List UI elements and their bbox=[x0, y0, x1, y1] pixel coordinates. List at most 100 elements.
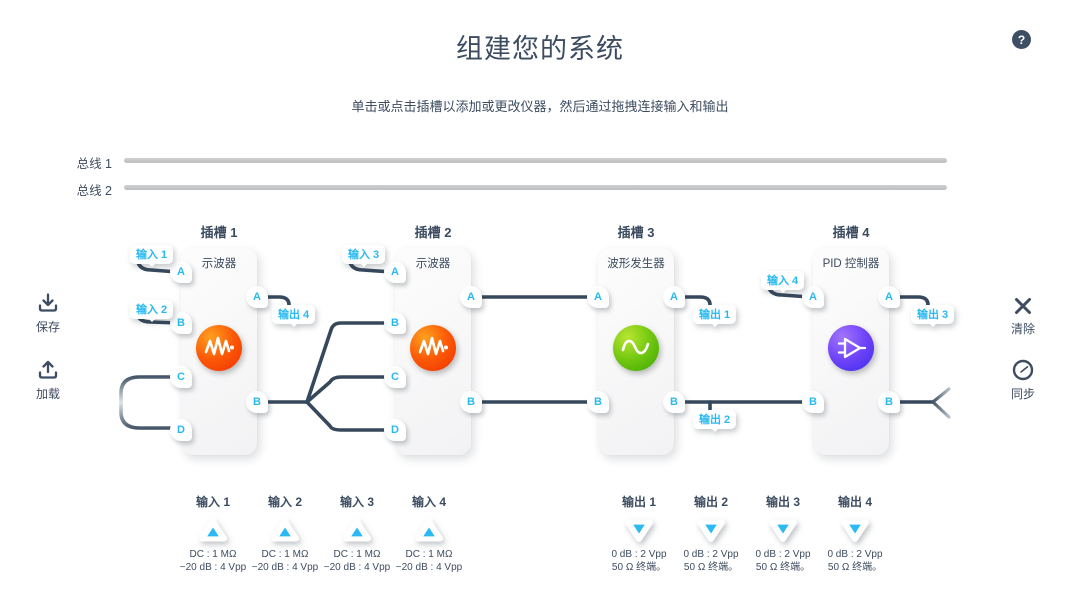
front-input-1: 输入 1 DC : 1 MΩ −20 dB : 4 Vpp bbox=[171, 493, 255, 574]
output-down-triangle-button[interactable] bbox=[768, 517, 798, 544]
slot-4-label: 插槽 4 bbox=[832, 225, 870, 240]
clear-button[interactable]: 清除 bbox=[1000, 295, 1046, 337]
slot-1-output-port-b[interactable]: B bbox=[246, 391, 268, 413]
slot-1-input-port-a[interactable]: A bbox=[170, 261, 192, 283]
slot-3-card[interactable]: 波形发生器 bbox=[598, 248, 674, 455]
slot-1-input-port-b[interactable]: B bbox=[170, 312, 192, 334]
tag-output-1[interactable]: 输出 1 bbox=[693, 305, 737, 327]
tag-input-4[interactable]: 输入 4 bbox=[761, 271, 805, 293]
front-input-1-coupling: DC : 1 MΩ bbox=[189, 549, 237, 560]
clear-label: 清除 bbox=[1010, 322, 1035, 336]
wire-slot3A-tag-output1[interactable] bbox=[672, 295, 712, 307]
slot-2-instrument-name: 示波器 bbox=[415, 258, 451, 270]
slot-2-input-port-c[interactable]: C bbox=[384, 366, 406, 388]
input-up-triangle-button[interactable] bbox=[342, 517, 372, 544]
slot-1-output-port-a[interactable]: A bbox=[246, 286, 268, 308]
slot-3-input-port-a[interactable]: A bbox=[587, 286, 609, 308]
tag-input-2[interactable]: 输入 2 bbox=[130, 300, 174, 322]
slot-2-label: 插槽 2 bbox=[414, 225, 452, 240]
bus-1-line[interactable] bbox=[124, 158, 947, 163]
bus-2-line[interactable] bbox=[124, 185, 947, 190]
tag-output-3[interactable]: 输出 3 bbox=[911, 305, 955, 327]
slot-4-card[interactable]: PID 控制器 bbox=[813, 248, 889, 455]
front-input-4-range: −20 dB : 4 Vpp bbox=[395, 562, 463, 573]
input-up-triangle-button[interactable] bbox=[414, 517, 444, 544]
download-icon bbox=[38, 293, 58, 312]
slot-3-output-port-a[interactable]: A bbox=[663, 286, 685, 308]
slot-3-input-port-b[interactable]: B bbox=[587, 391, 609, 413]
slot-1-input-port-c[interactable]: C bbox=[170, 366, 192, 388]
bus-2-label: 总线 2 bbox=[76, 184, 112, 198]
tag-output-2[interactable]: 输出 2 bbox=[693, 410, 737, 432]
slot-1-instrument-name: 示波器 bbox=[201, 258, 237, 270]
front-output-3-gain: 0 dB : 2 Vpp bbox=[755, 549, 811, 560]
front-output-2: 输出 2 0 dB : 2 Vpp 50 Ω 终端。 bbox=[669, 493, 753, 574]
page-title: 组建您的系统 bbox=[456, 34, 624, 64]
front-input-4: 输入 4 DC : 1 MΩ −20 dB : 4 Vpp bbox=[387, 493, 471, 574]
slot-3-output-port-b[interactable]: B bbox=[663, 391, 685, 413]
wire-fork-prong-down[interactable] bbox=[931, 400, 951, 419]
front-output-1-label: 输出 1 bbox=[621, 495, 656, 509]
front-output-3: 输出 3 0 dB : 2 Vpp 50 Ω 终端。 bbox=[741, 493, 825, 574]
bus-1-label: 总线 1 bbox=[76, 157, 112, 171]
output-down-triangle-button[interactable] bbox=[696, 517, 726, 544]
slot-4-output-port-a[interactable]: A bbox=[878, 286, 900, 308]
wire-fork-prong-up[interactable] bbox=[931, 387, 951, 404]
slot-2-card[interactable]: 示波器 bbox=[395, 248, 471, 455]
front-input-3-range: −20 dB : 4 Vpp bbox=[323, 562, 391, 573]
wire-slot1C-slot1D-loop[interactable] bbox=[119, 375, 183, 430]
front-output-4: 输出 4 0 dB : 2 Vpp 50 Ω 终端。 bbox=[813, 493, 897, 574]
front-input-4-coupling: DC : 1 MΩ bbox=[405, 549, 453, 560]
sync-label: 同步 bbox=[1010, 387, 1035, 401]
front-output-2-termination: 50 Ω 终端。 bbox=[683, 562, 739, 573]
tag-input-1[interactable]: 输入 1 bbox=[130, 245, 174, 267]
front-input-1-label: 输入 1 bbox=[195, 495, 230, 509]
pid-controller-icon bbox=[828, 325, 874, 371]
slot-2-input-port-b[interactable]: B bbox=[384, 312, 406, 334]
output-down-triangle-button[interactable] bbox=[840, 517, 870, 544]
page-subtitle: 单击或点击插槽以添加或更改仪器，然后通过拖拽连接输入和输出 bbox=[351, 99, 729, 114]
front-output-4-gain: 0 dB : 2 Vpp bbox=[827, 549, 883, 560]
slot-4-input-port-a[interactable]: A bbox=[802, 286, 824, 308]
front-output-3-label: 输出 3 bbox=[765, 495, 800, 509]
sync-button[interactable]: 同步 bbox=[1000, 358, 1046, 402]
wire-junction-slot2C[interactable] bbox=[305, 375, 394, 404]
slot-1-card[interactable]: 示波器 bbox=[181, 248, 257, 455]
upload-icon bbox=[38, 360, 58, 379]
tag-input-3[interactable]: 输入 3 bbox=[342, 245, 386, 267]
save-button[interactable]: 保存 bbox=[25, 291, 71, 335]
load-button[interactable]: 加载 bbox=[25, 358, 71, 402]
wire-junction-slot2B[interactable] bbox=[305, 321, 394, 404]
slot-3-instrument-name: 波形发生器 bbox=[607, 258, 665, 270]
front-input-1-range: −20 dB : 4 Vpp bbox=[179, 562, 247, 573]
front-output-1-termination: 50 Ω 终端。 bbox=[611, 562, 667, 573]
slot-3-label: 插槽 3 bbox=[617, 225, 655, 240]
wire-junction-slot2D[interactable] bbox=[305, 400, 394, 432]
tag-output-4[interactable]: 输出 4 bbox=[272, 305, 316, 327]
slot-4-output-port-b[interactable]: B bbox=[878, 391, 900, 413]
front-input-2-range: −20 dB : 4 Vpp bbox=[251, 562, 319, 573]
slot-4-instrument-name: PID 控制器 bbox=[822, 258, 880, 270]
help-button[interactable]: ? bbox=[1012, 30, 1031, 49]
slot-1-label: 插槽 1 bbox=[200, 225, 238, 240]
question-icon: ? bbox=[1017, 32, 1026, 47]
slot-2-input-port-d[interactable]: D bbox=[384, 419, 406, 441]
slot-2-input-port-a[interactable]: A bbox=[384, 261, 406, 283]
wire-slot4A-tag-output3[interactable] bbox=[887, 295, 930, 307]
front-input-3-label: 输入 3 bbox=[339, 495, 374, 509]
output-down-triangle-button[interactable] bbox=[624, 517, 654, 544]
input-up-triangle-button[interactable] bbox=[270, 517, 300, 544]
front-output-1: 输出 1 0 dB : 2 Vpp 50 Ω 终端。 bbox=[597, 493, 681, 574]
input-up-triangle-button[interactable] bbox=[198, 517, 228, 544]
load-label: 加载 bbox=[35, 387, 60, 401]
slot-2-output-port-a[interactable]: A bbox=[460, 286, 482, 308]
slot-4-input-port-b[interactable]: B bbox=[802, 391, 824, 413]
slot-2-output-port-b[interactable]: B bbox=[460, 391, 482, 413]
slot-1-input-port-d[interactable]: D bbox=[170, 419, 192, 441]
front-input-3: 输入 3 DC : 1 MΩ −20 dB : 4 Vpp bbox=[315, 493, 399, 574]
front-output-4-label: 输出 4 bbox=[837, 495, 872, 509]
front-input-2-coupling: DC : 1 MΩ bbox=[261, 549, 309, 560]
waveform-generator-icon bbox=[613, 325, 659, 371]
wire-slot1A-tag-output4[interactable] bbox=[255, 295, 291, 307]
